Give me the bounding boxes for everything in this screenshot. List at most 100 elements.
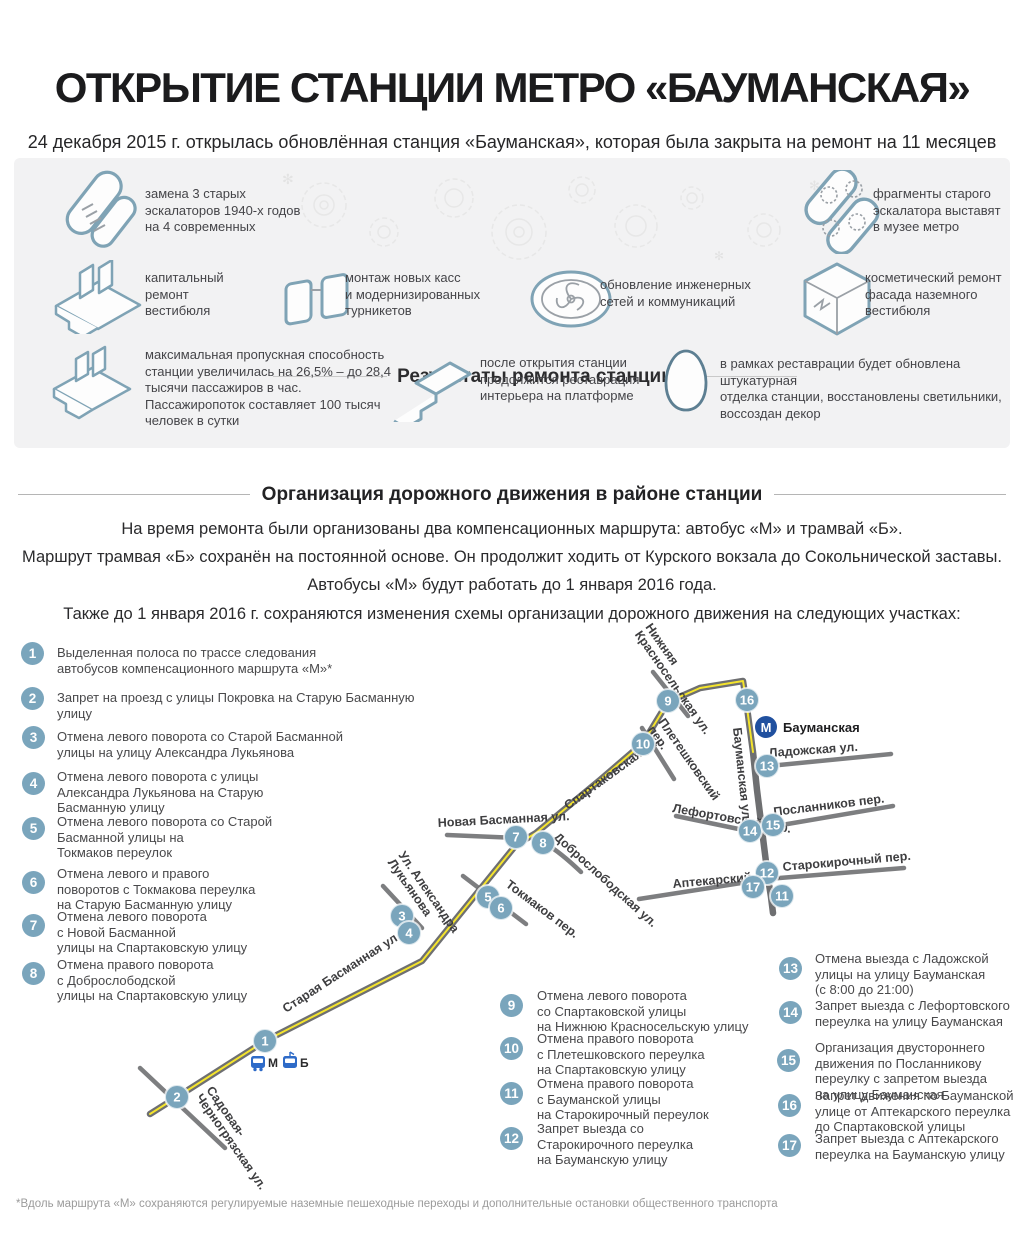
divider (774, 494, 1007, 496)
map-point-1: 1 (252, 1028, 278, 1054)
svg-text:Ладожская ул.: Ладожская ул. (768, 740, 858, 760)
divider (18, 494, 250, 496)
vestibule-stairs-icon (52, 260, 144, 334)
escalator-fragments-icon (800, 170, 884, 254)
list-item: Запрет выезда с Аптекарского переулка на… (815, 1131, 1005, 1162)
turnstiles-icon (278, 262, 358, 334)
result-item-text: максимальная пропускная способность стан… (145, 347, 392, 428)
svg-text:4: 4 (405, 926, 413, 941)
svg-text:2: 2 (173, 1090, 180, 1105)
svg-text:Токмаков пер.: Токмаков пер. (503, 877, 581, 941)
svg-text:9: 9 (664, 694, 671, 709)
result-item-text: монтаж новых касс и модернизированных ту… (345, 270, 481, 318)
list-badge-6: 6 (22, 871, 45, 894)
footnote: *Вдоль маршрута «М» сохраняются регулиру… (16, 1197, 778, 1210)
svg-text:Плетешковскийпер.: Плетешковскийпер. (645, 716, 723, 811)
svg-text:Бауманская: Бауманская (783, 720, 860, 735)
svg-text:8: 8 (539, 836, 546, 851)
map-point-10: 10 (630, 731, 656, 757)
list-item: Запрет движения по Бауманской улице от А… (815, 1088, 1014, 1134)
list-badge-5: 5 (22, 817, 45, 840)
list-badge-7: 7 (22, 914, 45, 937)
map-point-12: 12 (754, 860, 780, 886)
map-point-16: 16 (734, 687, 760, 713)
list-badge-11: 11 (500, 1082, 523, 1105)
divider (273, 376, 388, 378)
svg-text:17: 17 (746, 880, 760, 895)
svg-text:Аптекарский пер.: Аптекарский пер. (672, 868, 781, 891)
metro-station-marker: М Бауманская (755, 716, 860, 738)
list-badge-17: 17 (778, 1134, 801, 1157)
svg-text:Посланников пер.: Посланников пер. (773, 791, 885, 818)
svg-text:НижняяКрасносельская ул.: НижняяКрасносельская ул. (632, 621, 725, 737)
list-item: Отмена выезда с Ладожской улицы на улицу… (815, 951, 989, 997)
result-item-text: замена 3 старых эскалаторов 1940-х годов… (145, 186, 301, 234)
list-badge-16: 16 (778, 1094, 801, 1117)
list-item: Запрет на проезд с улицы Покровка на Ста… (57, 690, 415, 721)
svg-text:16: 16 (740, 693, 754, 708)
svg-text:✻: ✻ (714, 249, 724, 263)
svg-text:Ул. АлександраЛукьянова: Ул. АлександраЛукьянова (385, 849, 463, 944)
list-item: Организация двустороннего движения по По… (815, 1040, 987, 1102)
traffic-section-heading-row: Организация дорожного движения в районе … (18, 468, 1007, 522)
metro-logo-icon: М (761, 720, 772, 735)
map-point-11: 11 (769, 883, 795, 909)
page-title: ОТКРЫТИЕ СТАНЦИИ МЕТРО «БАУМАНСКАЯ» (54, 64, 971, 112)
map-point-14: 14 (737, 818, 763, 844)
egg-icon (660, 348, 712, 414)
svg-text:Старокирочный пер.: Старокирочный пер. (782, 849, 911, 874)
traffic-intro-2: Также до 1 января 2016 г. сохраняются из… (63, 604, 961, 623)
list-badge-10: 10 (500, 1037, 523, 1060)
result-item-text: обновление инженерных сетей и коммуникац… (600, 277, 751, 309)
list-item: Отмена правого поворота с Плетешковского… (537, 1031, 705, 1077)
tram-stop-icon (283, 1051, 297, 1068)
list-item: Отмена левого поворота с улицы Александр… (57, 769, 264, 815)
map-point-8: 8 (530, 830, 556, 856)
svg-text:✻: ✻ (809, 178, 820, 193)
platform-stairs-icon (388, 352, 472, 422)
svg-text:12: 12 (760, 866, 774, 881)
map-point-17: 17 (740, 874, 766, 900)
facade-cube-icon (800, 260, 874, 338)
list-item: Отмена правого поворота с Бауманской ули… (537, 1076, 709, 1122)
list-badge-12: 12 (500, 1127, 523, 1150)
list-badge-9: 9 (500, 994, 523, 1017)
list-item: Отмена левого поворота со Спартаковской … (537, 988, 749, 1034)
list-item: Выделенная полоса по трассе следования а… (57, 645, 333, 676)
map-point-3: 3 (389, 903, 415, 929)
divider (682, 376, 798, 378)
list-badge-1: 1 (21, 642, 44, 665)
list-badge-8: 8 (22, 962, 45, 985)
list-item: Отмена левого поворота со Старой Басманн… (57, 814, 273, 860)
svg-text:Бауманская ул.: Бауманская ул. (730, 727, 754, 823)
ventilation-fan-icon (528, 268, 614, 330)
list-item: Запрет выезда со Старокирочного переулка… (537, 1121, 694, 1167)
list-badge-15: 15 (777, 1049, 800, 1072)
traffic-section-title: Организация дорожного движения в районе … (261, 483, 763, 505)
list-item: Отмена левого поворота с Новой Басманной… (57, 909, 248, 955)
result-item-text: в рамках реставрации будет обновлена шту… (720, 356, 1002, 421)
tram-legend-label: Б (300, 1056, 309, 1070)
list-badge-13: 13 (779, 957, 802, 980)
map-point-5: 5 (475, 884, 501, 910)
gears-watermark-icon: ✻ ✻ ✻ (282, 171, 820, 263)
list-badge-2: 2 (21, 687, 44, 710)
svg-text:15: 15 (766, 818, 780, 833)
svg-text:Доброслободская ул.: Доброслободская ул. (551, 830, 660, 930)
result-item-text: фрагменты старого эскалатора выставят в … (873, 186, 1001, 234)
result-item-text: капитальный ремонт вестибюля (145, 270, 224, 318)
svg-text:✻: ✻ (282, 171, 294, 187)
svg-text:11: 11 (775, 889, 789, 904)
result-item-text: косметический ремонт фасада наземного ве… (865, 270, 1002, 318)
svg-text:14: 14 (743, 824, 758, 839)
map-point-15: 15 (760, 812, 786, 838)
list-badge-4: 4 (22, 772, 45, 795)
svg-text:13: 13 (760, 759, 774, 774)
traffic-intro: На время ремонта были организованы два к… (22, 519, 1002, 594)
bus-legend-label: М (268, 1056, 278, 1070)
list-badge-14: 14 (779, 1001, 802, 1024)
list-badge-3: 3 (22, 726, 45, 749)
map-point-13: 13 (754, 753, 780, 779)
svg-text:7: 7 (512, 830, 519, 845)
